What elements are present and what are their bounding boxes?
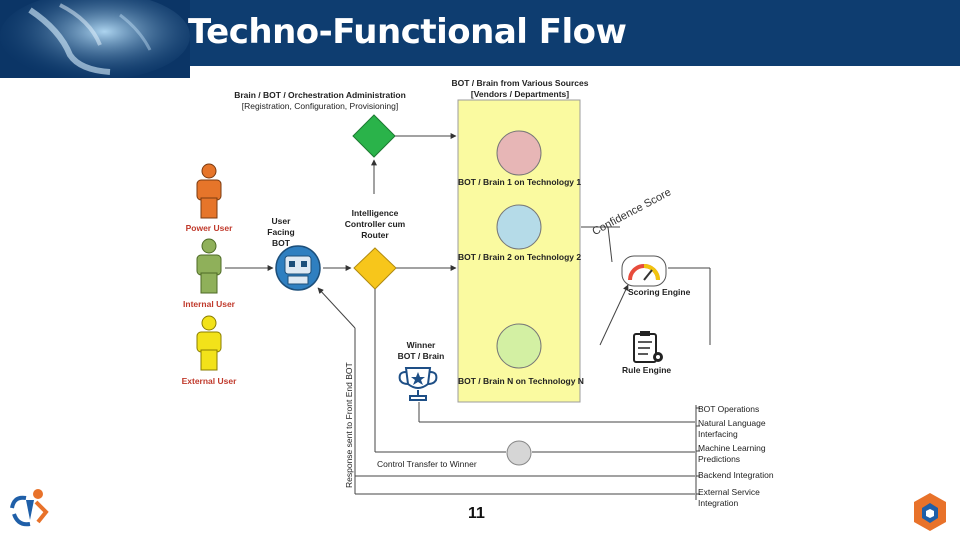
winner-label-line1: Winner xyxy=(406,340,436,350)
service-item: Interfacing xyxy=(698,429,738,439)
service-item: BOT Operations xyxy=(698,404,760,414)
orchestration-title: Brain / BOT / Orchestration Administrati… xyxy=(234,90,406,100)
power-user-label: Power User xyxy=(185,223,233,233)
robot-hand-image xyxy=(0,0,190,78)
response-label: Response sent to Front End BOT xyxy=(344,362,354,488)
router-diamond xyxy=(353,247,397,290)
brain-1-label: BOT / Brain 1 on Technology 1 xyxy=(458,177,582,187)
rule-engine-label: Rule Engine xyxy=(622,365,672,375)
winner-label-line2: BOT / Brain xyxy=(397,351,445,361)
brain-n-circle xyxy=(496,323,542,369)
brain-n-label: BOT / Brain N on Technology N xyxy=(458,376,584,386)
page-number: 11 xyxy=(468,505,485,522)
external-user-label: External User xyxy=(181,376,237,386)
control-transfer-label: Control Transfer to Winner xyxy=(377,459,477,469)
service-item: Natural Language xyxy=(698,418,766,428)
service-item: Machine Learning xyxy=(698,443,766,453)
external-user-icon xyxy=(196,315,222,371)
sources-title: BOT / Brain from Various Sources xyxy=(451,78,589,88)
user-bot-label-line3: BOT xyxy=(272,238,290,248)
robot-icon xyxy=(275,245,321,291)
internal-user-label: Internal User xyxy=(183,299,235,309)
service-item: Backend Integration xyxy=(698,470,774,480)
brain-2-label: BOT / Brain 2 on Technology 2 xyxy=(458,252,582,262)
service-item: Predictions xyxy=(698,454,741,464)
internal-user-icon xyxy=(196,238,222,294)
service-item: External Service xyxy=(698,487,760,497)
clipboard-gear-icon xyxy=(633,331,663,363)
router-label-line2: Controller cum xyxy=(344,219,406,229)
admin-diamond xyxy=(352,114,396,158)
trophy-icon xyxy=(398,367,438,401)
page-title: Techno-Functional Flow xyxy=(188,12,627,52)
power-user-icon xyxy=(196,163,222,219)
brain-1-circle xyxy=(496,130,542,176)
user-bot-label-line1: User xyxy=(271,216,291,226)
company-logo-left xyxy=(10,489,49,527)
router-label-line3: Router xyxy=(361,230,389,240)
brain-2-circle xyxy=(496,204,542,250)
gauge-icon xyxy=(621,255,667,287)
orchestration-subtitle: [Registration, Configuration, Provisioni… xyxy=(241,101,399,111)
service-item: Integration xyxy=(698,498,739,508)
user-bot-label-line2: Facing xyxy=(267,227,295,237)
scoring-engine-label: Scoring Engine xyxy=(628,287,691,297)
router-label-line1: Intelligence xyxy=(351,208,399,218)
company-logo-right xyxy=(914,493,946,531)
control-transfer-circle xyxy=(506,440,532,466)
sources-subtitle: [Vendors / Departments] xyxy=(470,89,570,99)
